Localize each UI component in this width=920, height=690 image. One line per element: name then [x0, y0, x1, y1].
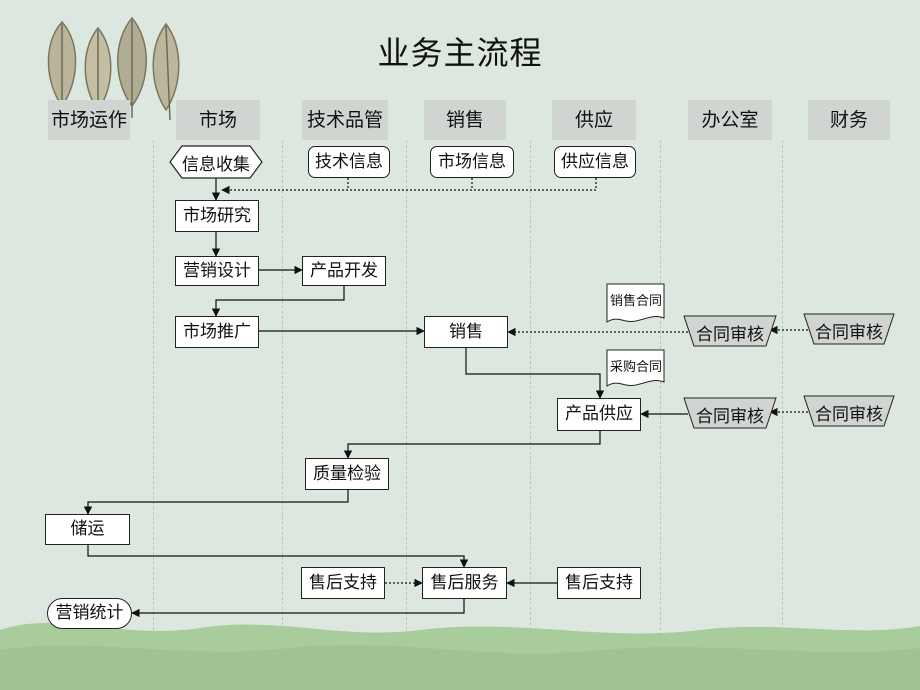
purchase-contract-label: 采购合同 [609, 360, 662, 375]
node-sales-contract: 销售合同 [607, 284, 665, 322]
node-market-promo: 市场推广 [175, 316, 259, 348]
connector [465, 348, 605, 399]
sales-contract-label: 销售合同 [609, 294, 662, 309]
node-contract-review-office-1: 合同审核 [696, 325, 764, 345]
lane-divider [782, 140, 783, 640]
lane-header-market-ops: 市场运作 [48, 100, 130, 140]
contract-review-office-1-shape [683, 315, 777, 347]
node-contract-review-finance-1: 合同审核 [815, 323, 883, 343]
node-contract-review-finance-2: 合同审核 [815, 405, 883, 425]
info-collect-shape [169, 145, 263, 179]
connector [211, 286, 345, 317]
lane-header-tech-qc: 技术品管 [302, 100, 388, 140]
leaf-4-icon [152, 22, 180, 121]
lane-header-market: 市场 [176, 100, 260, 140]
node-after-support-tech: 售后支持 [301, 567, 385, 599]
contract-review-finance-1-shape [803, 313, 895, 345]
connector [343, 431, 601, 459]
lane-header-sales: 销售 [424, 100, 506, 140]
node-market-research: 市场研究 [175, 200, 259, 232]
page-title: 业务主流程 [377, 34, 543, 72]
lane-divider [282, 140, 283, 640]
leaf-3-icon [117, 16, 147, 118]
lane-header-finance: 财务 [808, 100, 890, 140]
lane-header-office: 办公室 [688, 100, 772, 140]
node-after-support-supply: 售后支持 [557, 567, 641, 599]
contract-review-finance-2-shape [803, 395, 895, 427]
connector [221, 178, 349, 195]
lane-header-supply: 供应 [552, 100, 636, 140]
node-after-service: 售后服务 [422, 567, 507, 599]
node-contract-review-office-2: 合同审核 [696, 407, 764, 427]
connector [83, 490, 349, 515]
node-supply-info: 供应信息 [554, 146, 636, 178]
node-product-dev: 产品开发 [302, 256, 386, 286]
sales-contract-doc [606, 283, 665, 323]
connector [87, 545, 469, 568]
connector [131, 599, 465, 618]
node-tech-info: 技术信息 [308, 146, 390, 178]
contract-review-office-2-shape [683, 397, 777, 429]
lane-divider [660, 140, 661, 640]
lane-divider [406, 140, 407, 640]
node-sales: 销售 [424, 316, 508, 348]
node-quality-check: 质量检验 [305, 458, 389, 490]
leaves-decoration [47, 16, 180, 121]
node-product-supply: 产品供应 [557, 398, 641, 431]
node-marketing-design: 营销设计 [175, 256, 259, 286]
purchase-contract-doc [606, 349, 665, 387]
node-info-collect: 信息收集 [182, 155, 250, 175]
node-purchase-contract: 采购合同 [607, 350, 665, 388]
connector [472, 178, 597, 191]
node-market-info: 市场信息 [430, 146, 514, 178]
connector [348, 178, 473, 191]
node-marketing-stats: 营销统计 [47, 598, 132, 629]
lane-divider [153, 140, 154, 640]
lane-divider [530, 140, 531, 640]
node-storage-transport: 储运 [45, 514, 130, 545]
hills-decoration [0, 622, 920, 690]
